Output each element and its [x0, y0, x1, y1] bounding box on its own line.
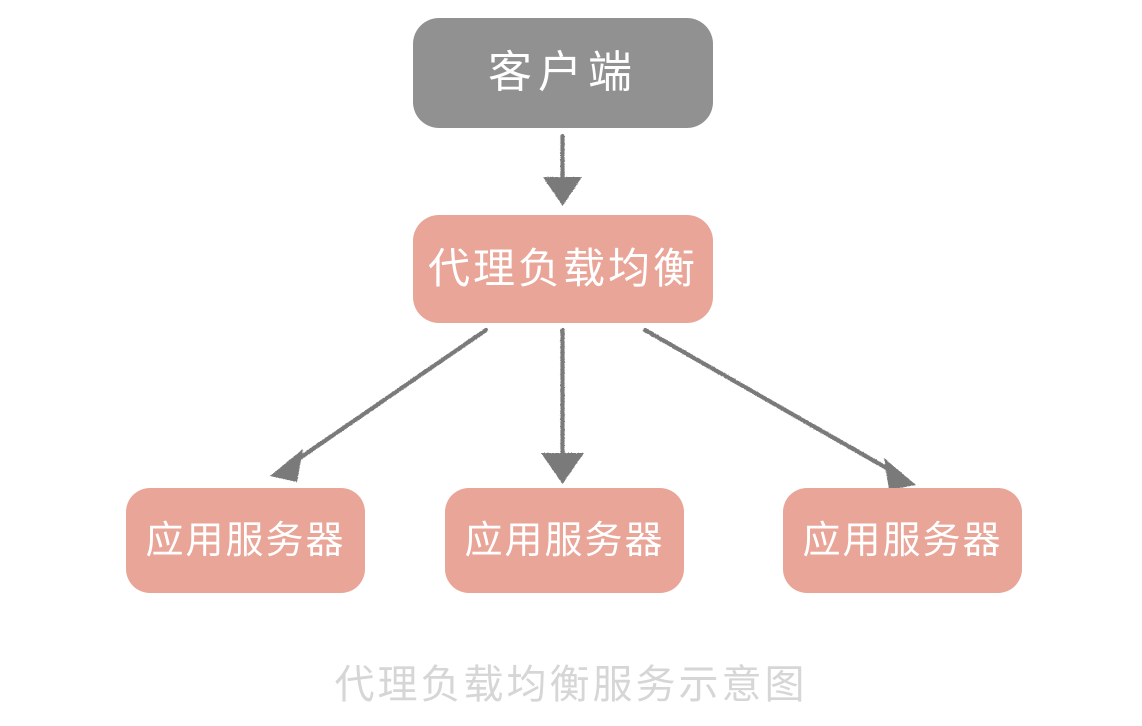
node-app-server-2[interactable]: 应用服务器: [445, 488, 684, 593]
node-load-balancer-label: 代理负载均衡: [427, 245, 698, 292]
connector-client-to-loadbalancer: [543, 133, 582, 206]
connector-loadbalancer-to-appserver-1: [270, 327, 489, 482]
node-app-server-3-label: 应用服务器: [802, 519, 1003, 562]
node-client[interactable]: 客户端: [413, 18, 713, 128]
diagram-caption: 代理负载均衡服务示意图: [334, 663, 808, 707]
node-client-label: 客户端: [488, 48, 638, 97]
node-app-server-2-label: 应用服务器: [464, 519, 665, 562]
connector-loadbalancer-to-appserver-3: [642, 327, 916, 490]
node-app-server-3[interactable]: 应用服务器: [783, 488, 1022, 593]
node-app-server-1[interactable]: 应用服务器: [126, 488, 365, 593]
node-load-balancer[interactable]: 代理负载均衡: [413, 215, 713, 323]
node-app-server-1-label: 应用服务器: [145, 519, 346, 562]
connector-loadbalancer-to-appserver-2: [541, 327, 584, 484]
